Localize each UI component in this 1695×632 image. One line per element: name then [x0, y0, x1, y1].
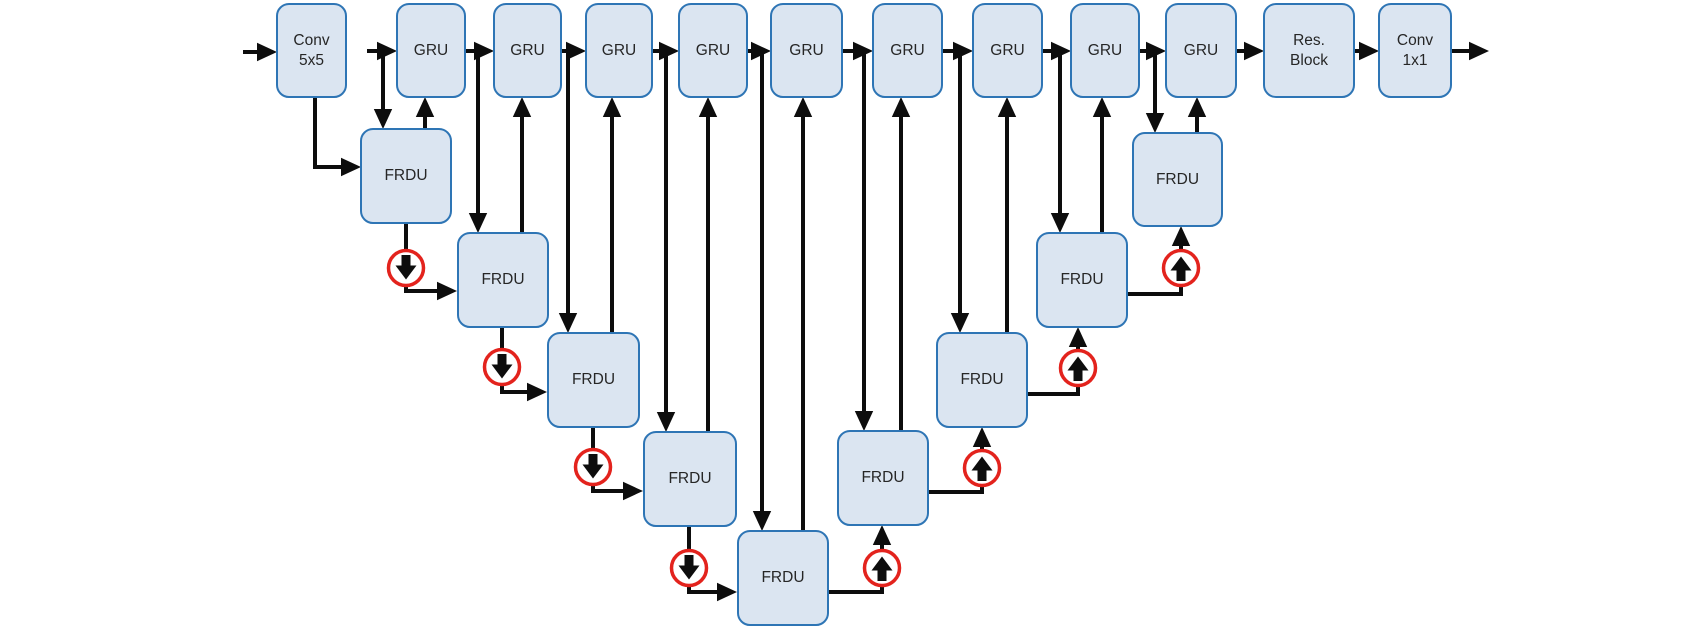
node-label: GRU [789, 41, 824, 59]
node-gru-6: GRU [872, 3, 943, 98]
node-res-block: Res. Block [1263, 3, 1355, 98]
node-label: GRU [890, 41, 925, 59]
upsample-arrow-icon [862, 548, 902, 588]
node-label: FRDU [571, 371, 616, 389]
node-frdu-l1: FRDU [360, 128, 452, 224]
node-label: FRDU [960, 371, 1004, 389]
edge-down-l1-l2 [404, 224, 457, 301]
node-label: FRDU [1060, 271, 1104, 289]
node-frdu-l3: FRDU [547, 332, 640, 428]
node-label: GRU [990, 41, 1025, 59]
node-frdu-l4: FRDU [643, 431, 737, 527]
node-label: Res. Block [1290, 32, 1328, 69]
upsample-arrow-icon [1058, 348, 1098, 388]
node-label: GRU [413, 41, 449, 59]
node-gru-3: GRU [585, 3, 653, 98]
node-label: GRU [1087, 41, 1123, 59]
node-frdu-l2: FRDU [457, 232, 549, 328]
node-label: FRDU [481, 271, 525, 289]
node-label: GRU [601, 41, 637, 59]
node-frdu-r1: FRDU [1132, 132, 1223, 227]
node-gru-5: GRU [770, 3, 843, 98]
node-conv-1x1: Conv 1x1 [1378, 3, 1452, 98]
node-frdu-r2: FRDU [1036, 232, 1128, 328]
node-label: FRDU [668, 470, 712, 488]
node-gru-8: GRU [1070, 3, 1140, 98]
downsample-arrow-icon [669, 548, 709, 588]
upsample-arrow-icon [1161, 248, 1201, 288]
node-label: FRDU [1155, 170, 1200, 188]
node-frdu-bottom: FRDU [737, 530, 829, 626]
node-label: Conv 5x5 [293, 32, 330, 69]
node-label: GRU [510, 41, 545, 59]
node-conv-5x5: Conv 5x5 [276, 3, 347, 98]
upsample-arrow-icon [962, 448, 1002, 488]
node-gru-7: GRU [972, 3, 1043, 98]
node-frdu-r3: FRDU [936, 332, 1028, 428]
node-gru-4: GRU [678, 3, 748, 98]
node-gru-9: GRU [1165, 3, 1237, 98]
downsample-arrow-icon [573, 447, 613, 487]
node-label: Conv 1x1 [1396, 32, 1434, 69]
downsample-arrow-icon [386, 248, 426, 288]
downsample-arrow-icon [482, 347, 522, 387]
node-label: GRU [1183, 41, 1219, 59]
edge-down-l4-bottom [687, 527, 737, 602]
node-label: FRDU [384, 167, 428, 185]
node-label: GRU [695, 41, 731, 59]
node-label: FRDU [761, 569, 805, 587]
node-gru-2: GRU [493, 3, 562, 98]
edge-conv5x5-to-frdu-l1 [313, 98, 361, 177]
node-label: FRDU [861, 469, 905, 487]
node-gru-1: GRU [396, 3, 466, 98]
node-frdu-r4: FRDU [837, 430, 929, 526]
